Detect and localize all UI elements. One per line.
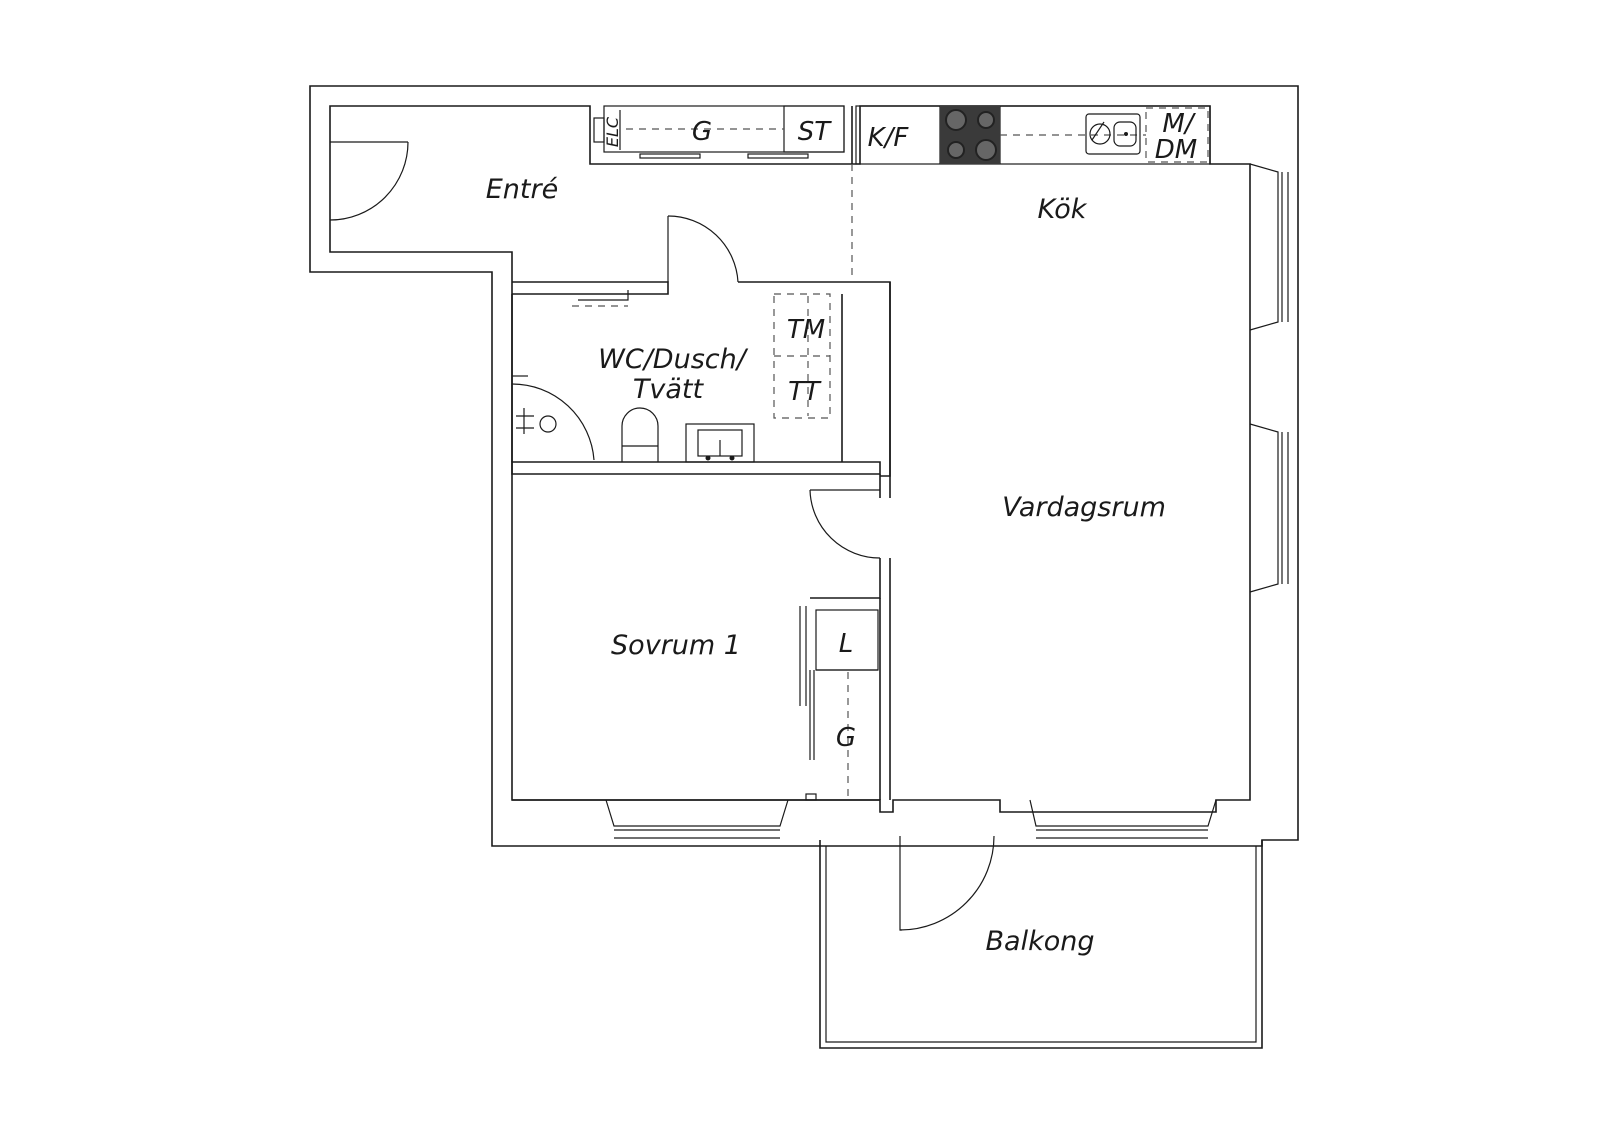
st-label: ST bbox=[798, 117, 833, 147]
stove-icon bbox=[940, 106, 1000, 164]
entry-wardrobe-label: G bbox=[692, 117, 712, 147]
dm-label: DM bbox=[1155, 135, 1197, 165]
kok-label: Kök bbox=[1038, 194, 1088, 225]
balcony bbox=[819, 840, 1263, 1049]
elc-label: ELC bbox=[603, 116, 622, 147]
entry-wardrobe bbox=[593, 105, 845, 159]
kf-label: K/F bbox=[868, 123, 910, 153]
wc-label-line1: WC/Dusch/ bbox=[598, 344, 749, 375]
wc-label-line2: Tvätt bbox=[633, 374, 705, 405]
bathroom-fixtures bbox=[511, 290, 831, 461]
sink-icon bbox=[1085, 113, 1141, 155]
interior-walls bbox=[511, 106, 891, 801]
tm-label: TM bbox=[787, 315, 825, 345]
outer-walls bbox=[309, 85, 1299, 847]
l-label: L bbox=[839, 629, 854, 659]
toilet-icon bbox=[621, 407, 659, 462]
sovrum-label: Sovrum 1 bbox=[611, 630, 741, 661]
washbasin-icon bbox=[685, 423, 755, 463]
m-label: M/ bbox=[1162, 109, 1196, 139]
bedroom-closets bbox=[799, 606, 879, 801]
vardagsrum-label: Vardagsrum bbox=[1002, 492, 1166, 523]
bedroom-wardrobe-label: G bbox=[836, 723, 856, 753]
balkong-label: Balkong bbox=[986, 926, 1095, 957]
windows bbox=[605, 163, 1289, 839]
tt-label: TT bbox=[788, 377, 822, 407]
doors bbox=[329, 141, 995, 931]
entre-label: Entré bbox=[486, 174, 558, 205]
